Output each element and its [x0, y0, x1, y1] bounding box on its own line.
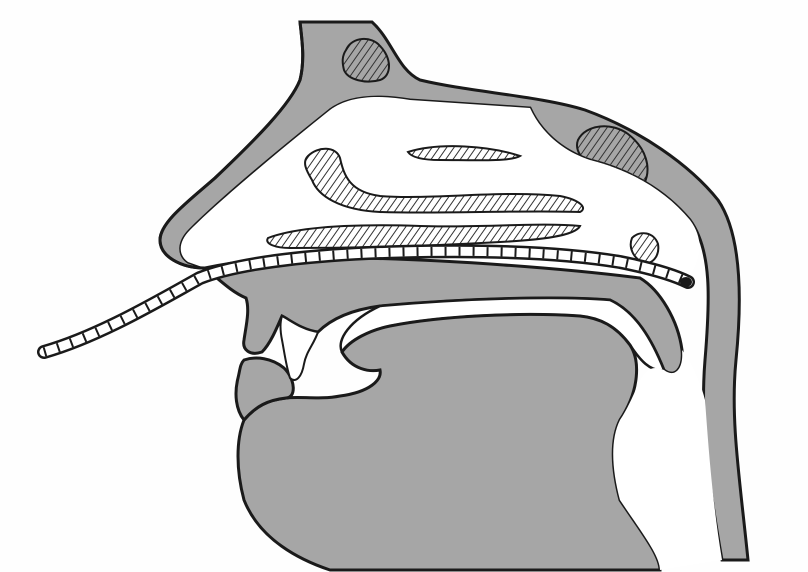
tube-tip	[680, 277, 692, 287]
